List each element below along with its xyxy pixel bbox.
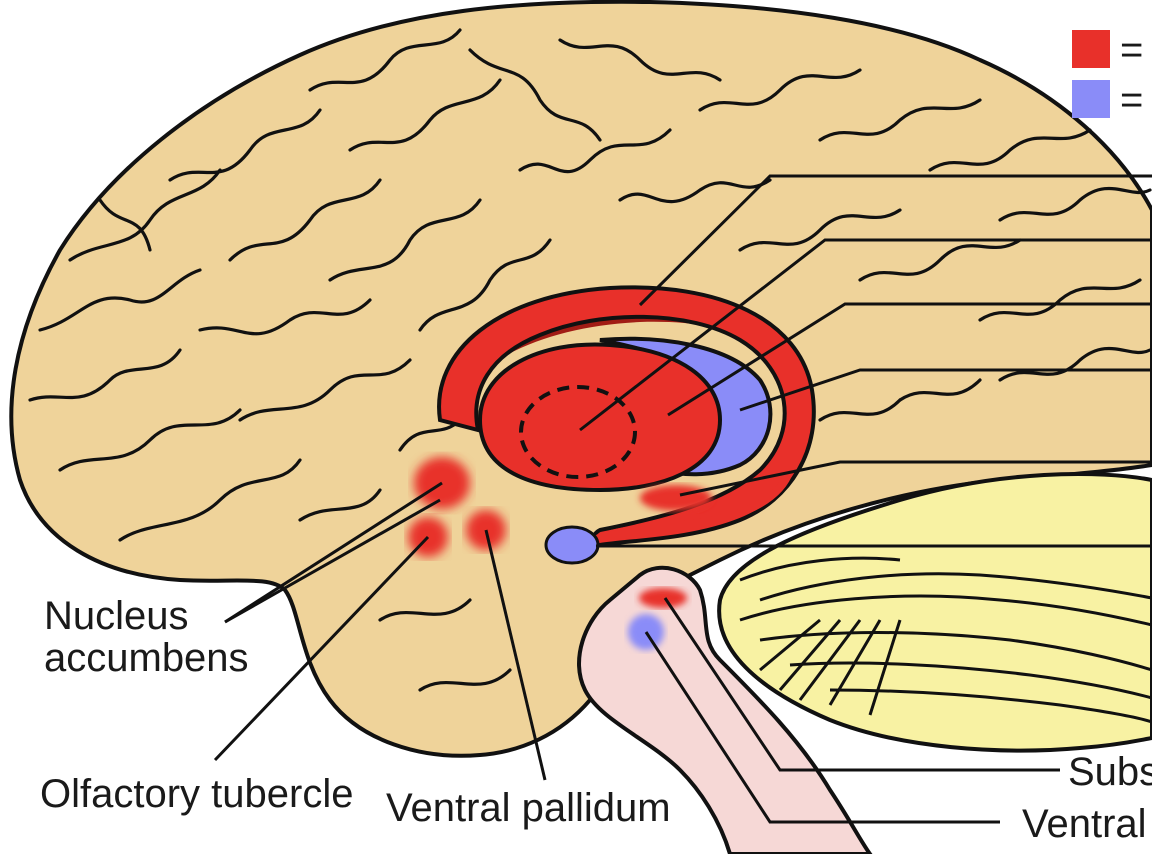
cerebellum — [717, 472, 1152, 753]
sulci — [28, 28, 1152, 692]
blue-small-blob — [544, 525, 600, 565]
red-inner-body — [477, 342, 723, 493]
pointer-lines — [213, 174, 1152, 824]
cerebellum-folia — [739, 556, 1152, 724]
legend-red-swatch — [1072, 30, 1110, 68]
dashed-region — [519, 385, 637, 479]
label-substantia-partial: Subs — [1068, 750, 1152, 794]
label-ventral-pallidum: Ventral pallidum — [386, 786, 671, 830]
red-spot-substantia — [639, 588, 687, 608]
label-nucleus-accumbens-2: accumbens — [44, 636, 249, 680]
legend-red-equals: = — [1120, 28, 1144, 72]
red-tail — [593, 468, 794, 544]
legend-blue-equals: = — [1120, 78, 1144, 122]
red-spot-elongated — [640, 485, 712, 511]
label-nucleus-accumbens-1: Nucleus — [44, 594, 189, 638]
legend-blue-swatch — [1072, 80, 1110, 118]
label-ventral-partial: Ventral — [1022, 802, 1147, 846]
label-olfactory-tubercle: Olfactory tubercle — [40, 772, 354, 816]
